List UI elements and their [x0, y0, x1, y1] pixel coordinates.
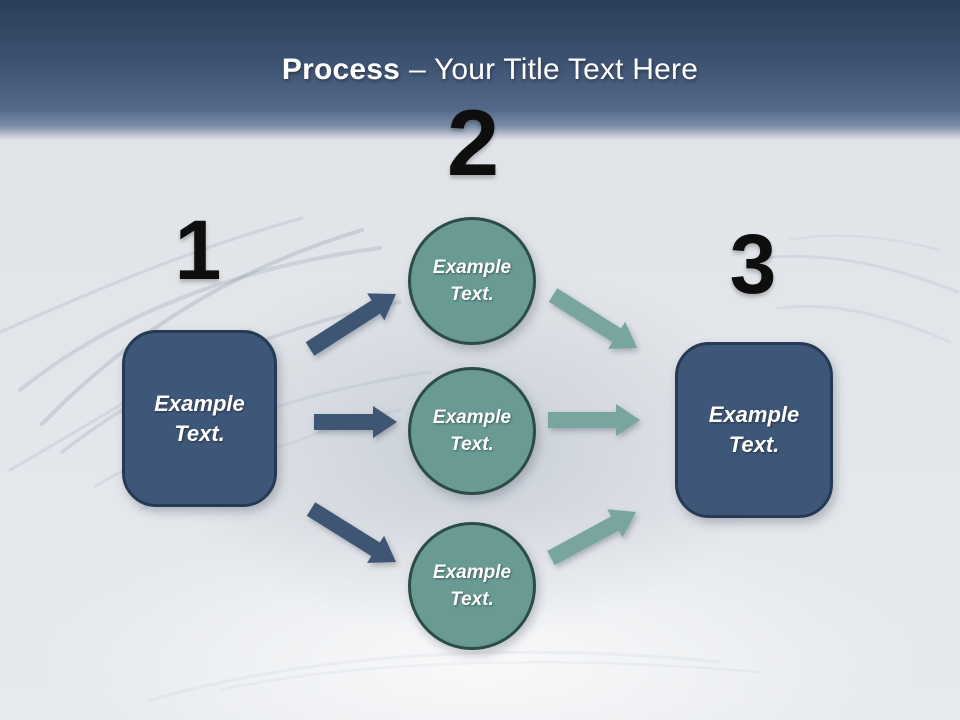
box-step-1-label: Example Text.	[154, 390, 245, 446]
step-number-3: 3	[729, 217, 777, 311]
arrow-teal-down-right-icon	[548, 288, 637, 349]
arrow-dark-up-right-icon	[305, 293, 396, 356]
process-box-step-3: Example Text.	[675, 342, 833, 518]
circle-middle-label: Example Text.	[432, 407, 512, 455]
process-circle-bottom: Example Text.	[408, 522, 536, 650]
arrow-teal-right-icon	[548, 404, 640, 436]
process-box-step-1: Example Text.	[122, 330, 277, 507]
circle-bottom-label: Example Text.	[432, 562, 512, 610]
process-circle-middle: Example Text.	[408, 367, 536, 495]
arrow-teal-up-right-icon	[547, 509, 636, 565]
process-circle-top: Example Text.	[408, 217, 536, 345]
step-number-1: 1	[174, 203, 222, 297]
box-step-3-label: Example Text.	[708, 402, 800, 457]
title-subtitle: – Your Title Text Here	[409, 53, 699, 86]
arrow-dark-down-right-icon	[306, 502, 396, 563]
slide-title: Process– Your Title Text Here	[10, 52, 960, 88]
title-bar: Process– Your Title Text Here	[0, 0, 960, 140]
circle-top-label: Example Text.	[432, 257, 512, 305]
arrow-dark-right-icon	[314, 406, 397, 438]
step-number-2: 2	[446, 90, 500, 195]
title-keyword: Process	[281, 53, 401, 86]
